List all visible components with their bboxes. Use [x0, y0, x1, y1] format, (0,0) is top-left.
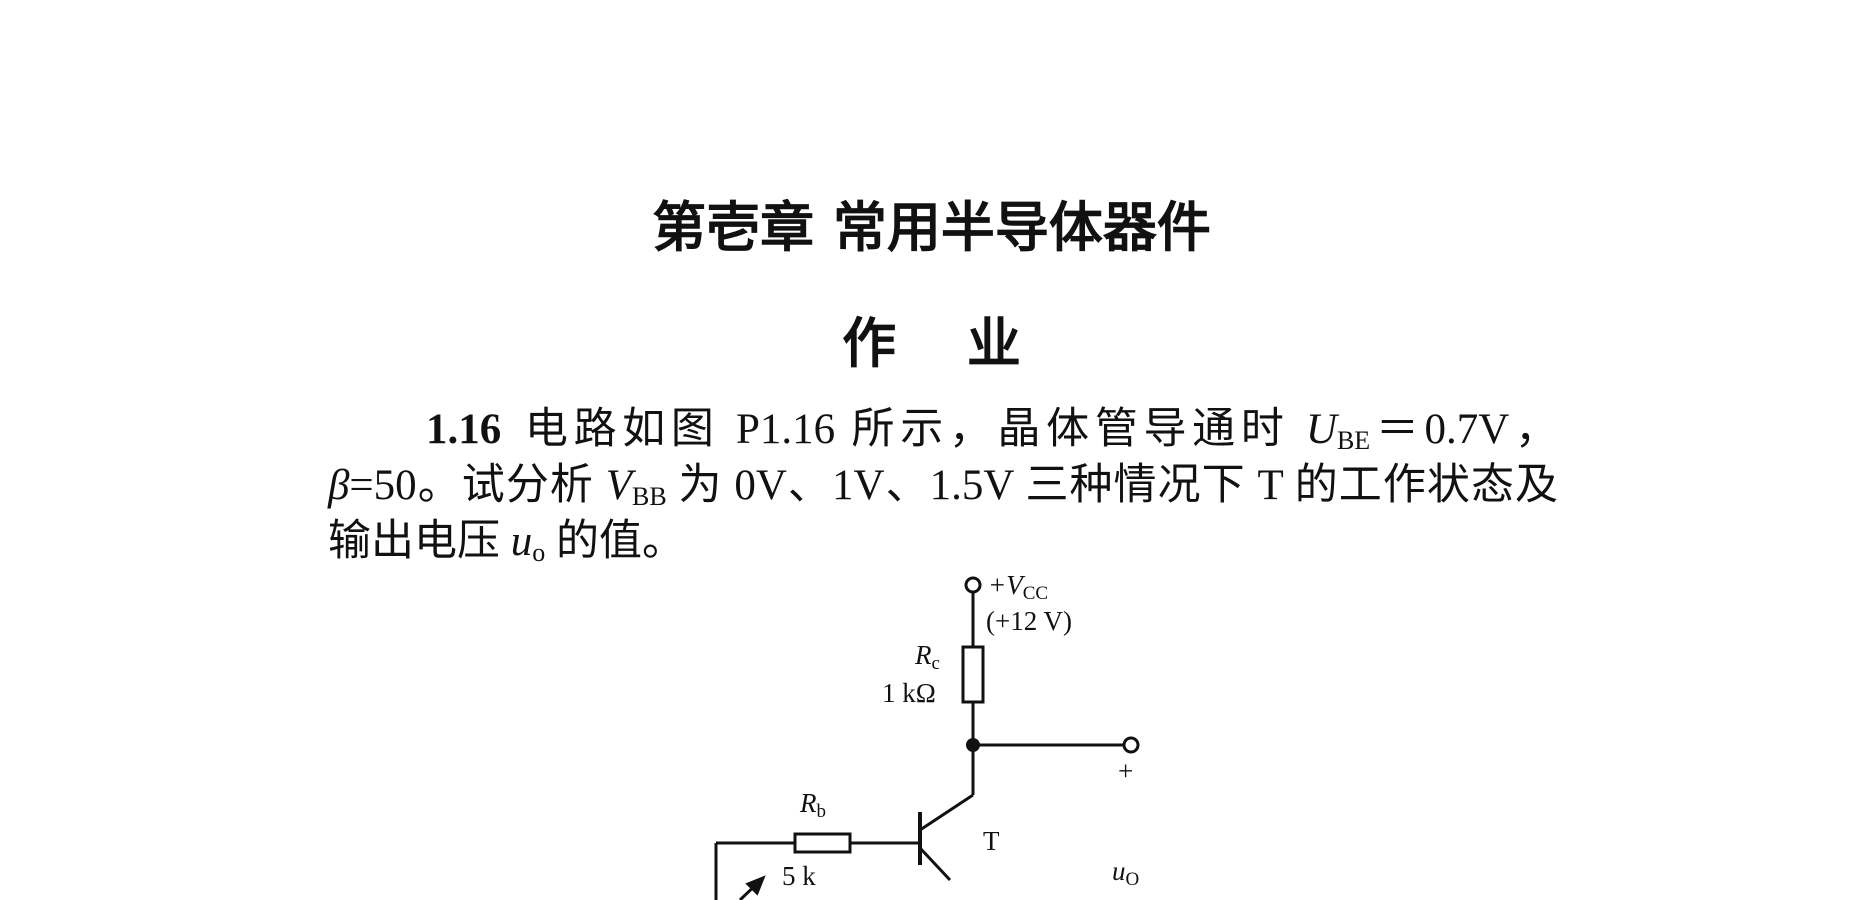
collector-diagonal: [919, 793, 974, 832]
problem-text-segment: =50。试分析: [349, 462, 606, 509]
vcc-terminal: [964, 576, 982, 594]
problem-number: 1.16: [426, 406, 502, 453]
ube-subscript: BE: [1336, 426, 1371, 455]
uo-subscript: o: [532, 538, 546, 567]
problem-text-segment: 为 0V、1V、1.5V 三种情况下 T 的工作状态及输出电压: [328, 462, 1558, 565]
vcc-value: (+12 V): [986, 606, 1072, 636]
output-terminal: [1122, 736, 1140, 754]
output-plus-label: +: [1118, 756, 1133, 786]
chapter-title: 第壱章 常用半导体器件: [652, 196, 1211, 259]
section-title: 作 业: [842, 312, 1047, 375]
source-arrowhead: [745, 875, 766, 896]
problem-text-segment: ＝0.7V，: [1370, 406, 1558, 453]
rb-resistor: [793, 832, 852, 854]
rc-resistor: [961, 645, 985, 704]
problem-text-segment: 的值。: [545, 518, 685, 565]
vbb-subscript: BB: [632, 482, 667, 511]
uo-symbol: u: [510, 518, 533, 565]
rb-label: Rb: [799, 788, 826, 822]
rb-value: 5 k: [782, 861, 816, 891]
transistor-label: T: [983, 826, 1000, 856]
vcc-label: +VCC: [988, 570, 1048, 604]
output-voltage-label: uO: [1112, 856, 1139, 890]
problem-text-segment: 电路如图 P1.16 所示，晶体管导通时: [519, 406, 1306, 453]
beta-symbol: β: [328, 462, 350, 509]
rc-value: 1 kΩ: [882, 678, 936, 708]
ube-symbol: U: [1305, 406, 1337, 453]
rc-label: Rc: [914, 640, 940, 674]
problem-text: 1.16 电路如图 P1.16 所示，晶体管导通时 UBE＝0.7V， β=50。试…: [328, 402, 1558, 570]
vbb-symbol: V: [605, 462, 632, 509]
emitter-diagonal: [918, 846, 952, 882]
